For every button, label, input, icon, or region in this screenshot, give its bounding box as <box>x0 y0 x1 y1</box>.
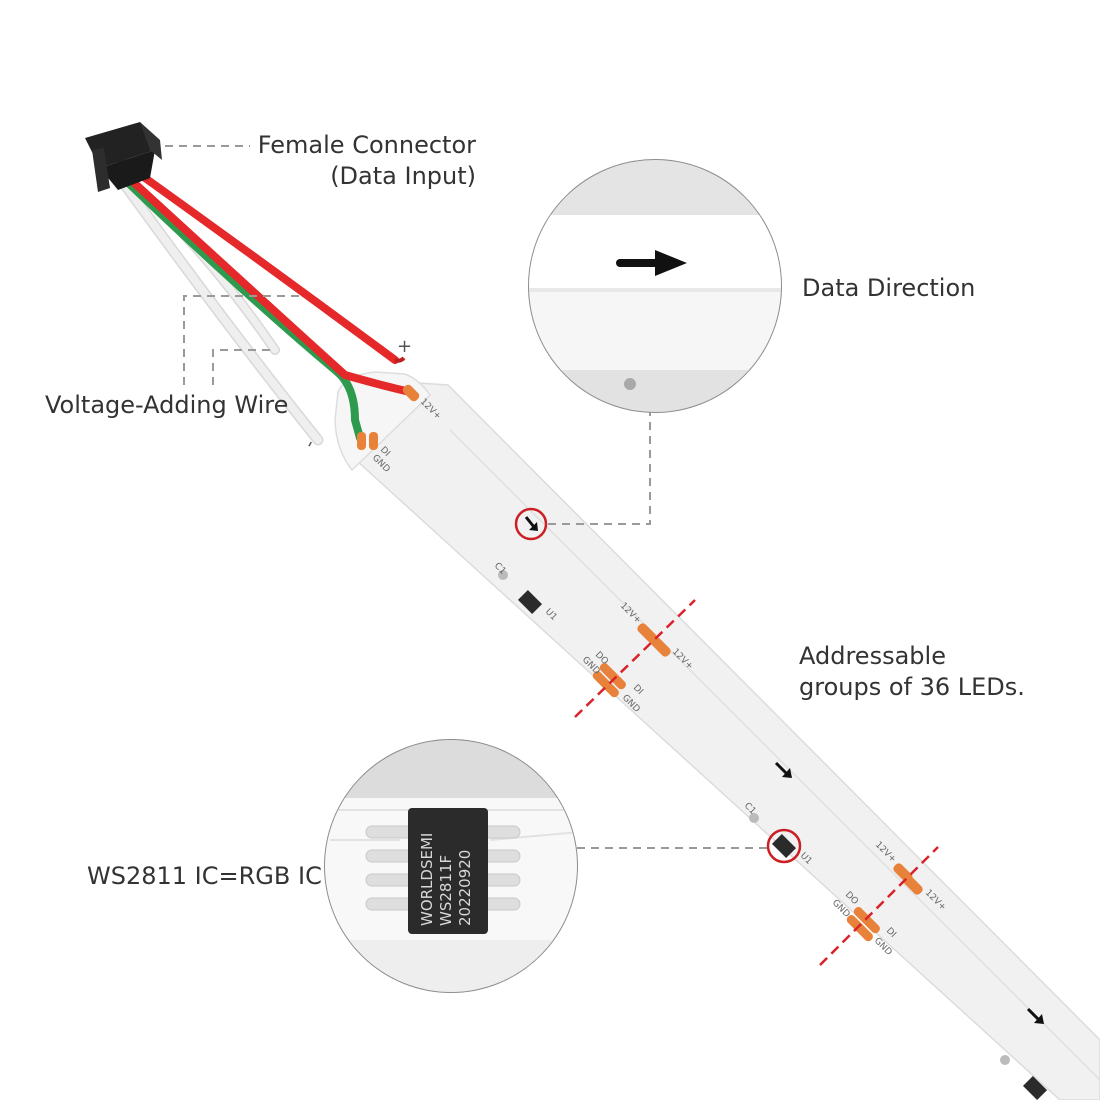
green-wire <box>116 171 364 442</box>
ic-chip-1: C1 U1 <box>492 561 559 623</box>
addressable-label-line2: groups of 36 LEDs. <box>799 673 1025 701</box>
magnifier-data-direction <box>528 159 782 413</box>
chip-text-line1: WORLDSEMI <box>418 833 436 926</box>
wires: + - <box>114 156 414 452</box>
leader-lines <box>165 145 768 849</box>
ws2811-label: WS2811 IC=RGB IC <box>87 862 322 890</box>
female-connector <box>85 122 162 192</box>
red-wire-upper <box>116 156 399 364</box>
data-direction-label: Data Direction <box>802 274 976 302</box>
voltage-wire-label: Voltage-Adding Wire <box>45 391 289 419</box>
addressable-label-line1: Addressable <box>799 642 946 670</box>
chip-text-line2: WS2811F <box>437 855 455 926</box>
cut-line-2 <box>819 846 939 966</box>
female-connector-label-line2: (Data Input) <box>330 162 476 190</box>
data-direction-marker <box>514 507 548 541</box>
plus-mark: + <box>397 336 412 357</box>
arrow-icon <box>616 250 687 276</box>
chip-text-line3: 20220920 <box>456 850 474 926</box>
cut-line-1 <box>574 599 696 718</box>
red-wire-lower <box>114 164 414 396</box>
magnifier-ic: WORLDSEMI WS2811F 20220920 <box>324 739 578 993</box>
addressable-groups-label: Addressable groups of 36 LEDs. <box>799 641 1025 703</box>
female-connector-label-line1: Female Connector <box>257 131 476 159</box>
female-connector-label: Female Connector (Data Input) <box>240 130 476 192</box>
ic-chip-magnified <box>408 808 488 934</box>
direction-arrow-2 <box>774 761 792 778</box>
direction-arrow-3 <box>1000 1007 1048 1101</box>
